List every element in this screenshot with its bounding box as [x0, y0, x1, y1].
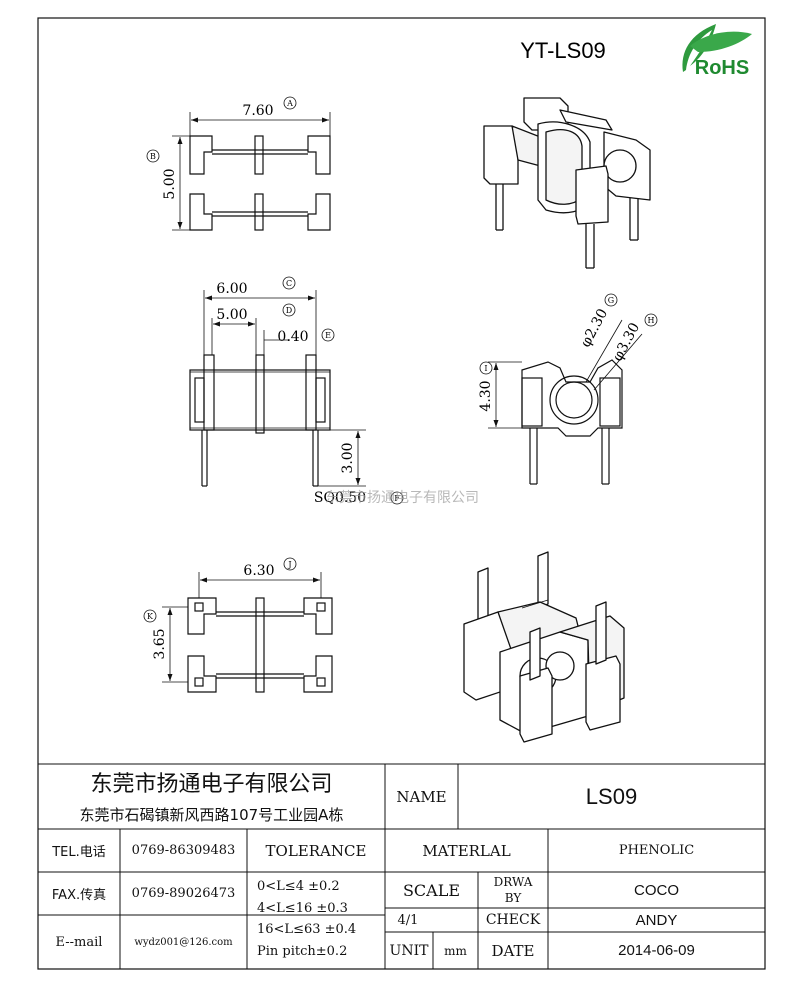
company-address: 东莞市石碣镇新风西路107号工业园A栋 [79, 805, 344, 824]
tel-label: TEL.电话 [52, 845, 106, 860]
dim-g-tag: G [608, 296, 614, 305]
part-title: YT-LS09 [520, 38, 606, 63]
dim-j-tag: J [287, 560, 291, 569]
dim-i-value: 4.30 [478, 380, 494, 411]
material-label: MATERLAL [422, 841, 511, 860]
name-label: NAME [396, 787, 447, 806]
email-value: wydz001@126.com [134, 936, 233, 948]
top-view [172, 112, 331, 231]
name-value: LS09 [585, 783, 638, 809]
dim-k-balloon [143, 609, 157, 623]
dim-j-balloon [283, 557, 297, 571]
tolerance-row-4: Pin pitch±0.2 [257, 944, 348, 959]
dim-j-value: 6.30 [243, 563, 274, 579]
dim-a-value: 7.60 [242, 103, 273, 119]
rohs-logo-icon: RoHS [682, 24, 752, 79]
dim-f-value: 3.00 [340, 442, 356, 473]
rohs-label: RoHS [695, 57, 749, 79]
scale-value: 4/1 [397, 912, 419, 928]
dim-c-balloon [282, 276, 296, 290]
dim-b-tag: B [150, 152, 156, 161]
dim-a-tag: A [286, 99, 293, 108]
dim-g-value: φ2.30 [578, 306, 611, 350]
dim-pin-tag: F [394, 494, 400, 503]
title-block: 东莞市扬通电子有限公司 东莞市石碣镇新风西路107号工业园A栋 NAME LS0… [38, 764, 765, 969]
check-value: ANDY [635, 911, 678, 929]
tel-value: 0769-86309483 [131, 843, 236, 858]
unit-value: mm [444, 943, 467, 958]
dim-c-tag: C [286, 279, 292, 288]
tolerance-label: TOLERANCE [265, 841, 367, 860]
date-value: 2014-06-09 [618, 942, 695, 959]
fax-label: FAX.传真 [51, 888, 107, 903]
drawn-by-value: COCO [634, 881, 679, 899]
dim-d-tag: D [286, 306, 292, 315]
end-view [488, 319, 643, 485]
date-label: DATE [491, 941, 535, 960]
scale-label: SCALE [402, 880, 461, 900]
tolerance-row-2: 4<L≤16 ±0.3 [257, 901, 348, 916]
dim-a-balloon [283, 96, 297, 110]
side-view [189, 290, 366, 487]
dim-c-value: 6.00 [216, 281, 247, 297]
isometric-top-view [483, 97, 651, 269]
dim-h-tag: H [648, 316, 655, 325]
dim-h-balloon [644, 313, 658, 327]
dim-i-balloon [479, 361, 493, 375]
dim-k-tag: K [147, 612, 154, 621]
fax-value: 0769-89026473 [131, 886, 236, 901]
unit-label: UNIT [389, 942, 429, 959]
title-block-grid [38, 763, 765, 969]
company-name: 东莞市扬通电子有限公司 [90, 772, 333, 797]
dim-e-value: 0.40 [277, 329, 308, 345]
email-label: E--mail [55, 934, 103, 950]
dim-e-tag: E [325, 331, 331, 340]
material-value: PHENOLIC [618, 843, 695, 858]
dim-h-value: φ3.30 [610, 320, 643, 364]
isometric-bottom-view [463, 551, 625, 743]
watermark: 东莞市扬通电子有限公司 [325, 489, 479, 506]
dim-g-balloon [604, 293, 618, 307]
dim-k-value: 3.65 [152, 628, 168, 659]
dim-d-balloon [282, 303, 296, 317]
dim-d-value: 5.00 [216, 307, 247, 323]
dim-pin-balloon [390, 491, 404, 505]
drawn-by-label-1: DRWA [493, 875, 533, 889]
drawing-border [37, 17, 766, 970]
dim-pin-value: SQ0.50 [314, 490, 366, 506]
dim-i-tag: I [484, 364, 487, 373]
dim-b-value: 5.00 [162, 168, 178, 199]
dim-e-balloon [321, 328, 335, 342]
drawn-by-label-2: BY [504, 891, 522, 905]
tolerance-row-3: 16<L≤63 ±0.4 [257, 922, 357, 937]
bottom-view [162, 572, 333, 693]
dim-b-balloon [146, 149, 160, 163]
check-label: CHECK [485, 912, 541, 928]
tolerance-row-1: 0<L≤4 ±0.2 [257, 879, 340, 894]
